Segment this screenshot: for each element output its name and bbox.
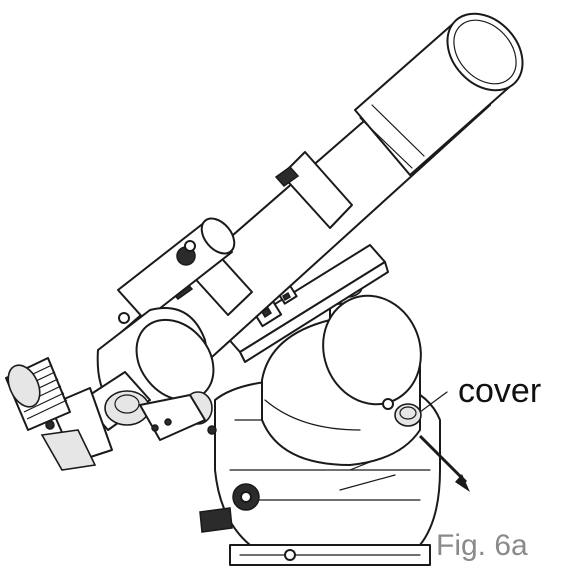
arrow-head-icon xyxy=(455,474,470,492)
objective-aperture xyxy=(446,12,524,92)
saddle-clamp xyxy=(224,244,389,363)
figure-label: Fig. 6a xyxy=(436,529,528,562)
removal-arrow xyxy=(418,434,470,492)
diagonal-eyepiece xyxy=(5,357,113,471)
label-cover: cover xyxy=(458,372,541,410)
cover-part xyxy=(394,391,448,427)
cover-leader-line xyxy=(419,391,448,413)
azimuth-knob-icon xyxy=(199,507,233,533)
mount-housing xyxy=(261,276,422,466)
focuser xyxy=(81,307,217,441)
finder-scope xyxy=(117,217,236,324)
